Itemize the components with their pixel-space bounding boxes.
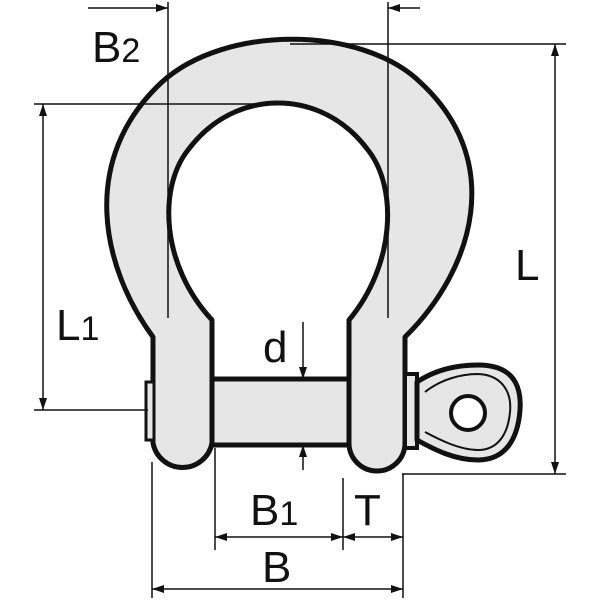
label-b1-sub: 1 xyxy=(279,495,298,533)
pin-eye-hole xyxy=(449,394,487,432)
dimension-lines xyxy=(34,2,566,598)
label-l1-sub: 1 xyxy=(80,310,99,348)
label-d: d xyxy=(263,323,287,372)
label-t: T xyxy=(354,486,381,535)
label-b: B xyxy=(262,543,291,592)
pin xyxy=(209,362,523,463)
label-b2: B2 xyxy=(92,23,140,72)
label-b2-sub: 2 xyxy=(121,32,140,70)
label-b1: B1 xyxy=(250,486,298,535)
label-l: L xyxy=(515,241,539,290)
label-l1: L1 xyxy=(56,301,99,350)
pin-eye-inner-ring xyxy=(424,372,512,452)
pin-shaft xyxy=(209,376,352,448)
left-collar xyxy=(144,380,156,442)
